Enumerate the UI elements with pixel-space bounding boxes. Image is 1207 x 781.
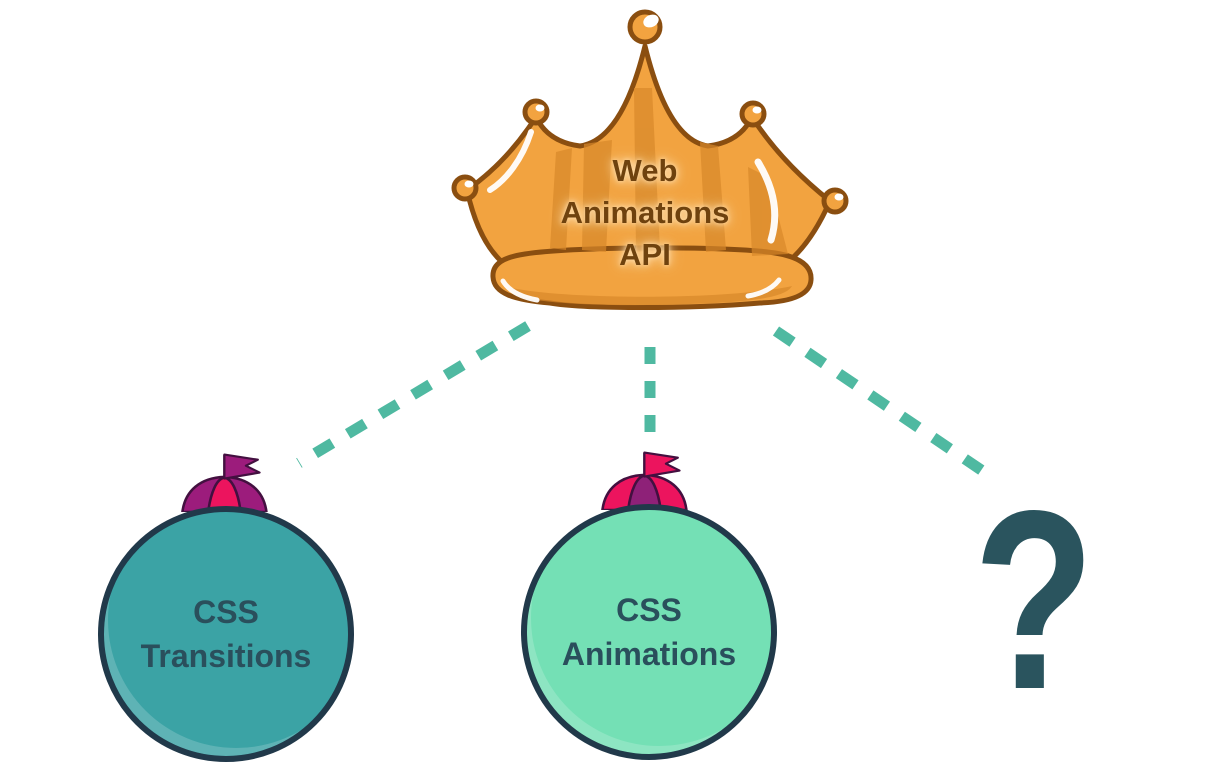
node-css-transitions: CSS Transitions bbox=[98, 506, 354, 762]
root-node-label-line3: API bbox=[619, 237, 671, 272]
connector-to-css-transitions bbox=[296, 321, 531, 468]
crown-highlights bbox=[487, 129, 782, 303]
node-css-animations: CSS Animations bbox=[521, 504, 777, 760]
root-node-label-line1: Web bbox=[612, 153, 678, 188]
question-mark: ? bbox=[973, 458, 1095, 743]
crown-icon bbox=[451, 9, 849, 310]
crown-shading bbox=[512, 88, 792, 306]
hat-flag bbox=[223, 453, 261, 480]
node-css-animations-label: CSS Animations bbox=[561, 592, 737, 672]
propeller-hat-icon-middle bbox=[601, 451, 688, 510]
crown-ball-highlights bbox=[464, 14, 844, 201]
node-css-transitions-label: CSS Transitions bbox=[140, 594, 312, 674]
propeller-hat-icon-left bbox=[181, 453, 268, 512]
root-node-label: Web Animations API bbox=[543, 150, 747, 276]
hat-flag bbox=[643, 451, 681, 478]
connector-to-unknown bbox=[772, 326, 997, 483]
root-node-label-line2: Animations bbox=[560, 195, 730, 230]
